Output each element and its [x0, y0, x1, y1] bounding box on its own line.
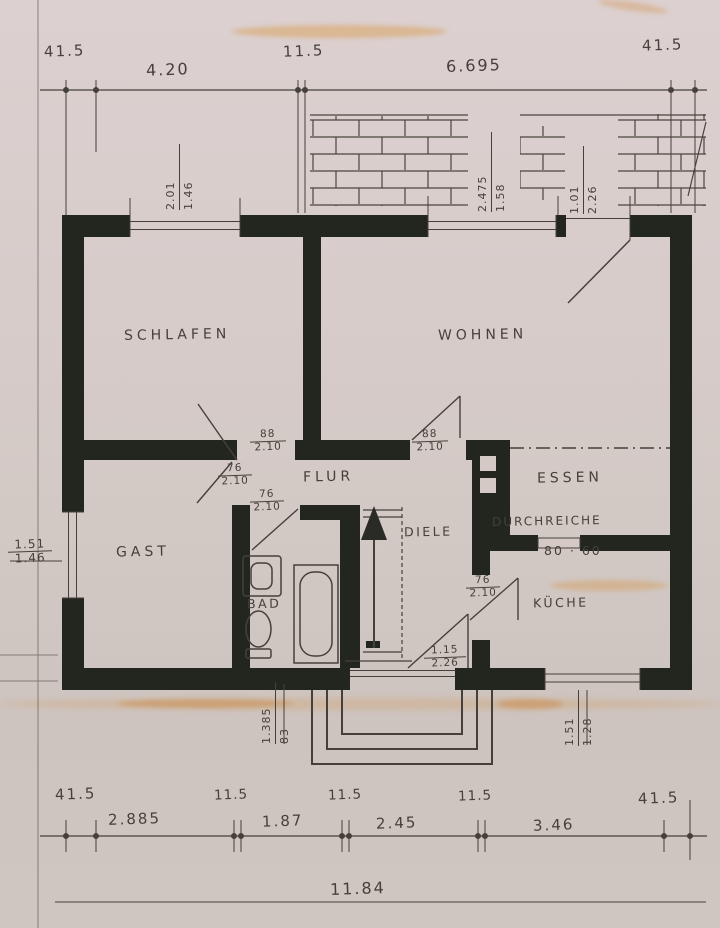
- dim-window-kueche: 1.51 1.28: [563, 690, 594, 746]
- room-label-kueche: KÜCHE: [532, 594, 589, 611]
- entrance-steps: [311, 690, 493, 765]
- room-label-gast: GAST: [115, 543, 171, 561]
- brick-hatch: [129, 114, 707, 215]
- door-size-entry: 1.15 2.26: [423, 644, 467, 670]
- dim-window-schlafen: 2.01 1.46: [164, 144, 195, 210]
- chimney: [472, 440, 510, 545]
- paper-frame-lines: [0, 0, 58, 928]
- durchreiche-label: DURCHREICHE: [491, 513, 602, 529]
- dim-window-gast: 1.51 1.46: [7, 536, 53, 566]
- door-size-gast: 76 2.10: [217, 462, 253, 488]
- dim-bottom-seg2: 1.87: [261, 811, 304, 831]
- room-label-flur: FLUR: [302, 468, 355, 486]
- washbasin-icon: [242, 555, 282, 597]
- dim-bottom-offset-left: 41.5: [54, 784, 97, 804]
- dim-bottom-offset-right: 41.5: [637, 788, 680, 808]
- dim-top-span-left: 4.20: [145, 59, 190, 80]
- dim-balcony-door: 1.01 2.26: [568, 146, 599, 214]
- door-size-kueche: 76 2.10: [465, 574, 501, 600]
- room-label-bad: BAD: [246, 595, 282, 612]
- bottom-dimension-line: [40, 800, 707, 860]
- dim-top-offset-mid: 11.5: [282, 41, 325, 61]
- dim-top-offset-right: 41.5: [641, 35, 684, 55]
- dim-bottom-t2: 11.5: [327, 786, 363, 804]
- dim-bottom-seg4: 3.46: [532, 815, 575, 835]
- stairs: [345, 506, 412, 662]
- outer-walls: [62, 215, 692, 690]
- toilet-icon: [245, 610, 272, 648]
- balcony-door-swing: [567, 239, 631, 304]
- door-size-schlafen: 88 2.10: [249, 428, 287, 454]
- window-symbols: [62, 215, 641, 690]
- door-size-wohnen: 88 2.10: [411, 428, 449, 454]
- dim-bottom-seg3: 2.45: [375, 813, 418, 833]
- dim-bottom-t1: 11.5: [213, 786, 249, 804]
- top-dimension-line: [40, 80, 707, 215]
- room-label-diele: DIELE: [403, 523, 453, 540]
- door-size-bad: 76 2.10: [249, 488, 285, 514]
- room-label-essen: ESSEN: [536, 469, 604, 487]
- door-swings: [196, 395, 519, 669]
- room-label-wohnen: WOHNEN: [437, 326, 528, 344]
- dim-bottom-t3: 11.5: [457, 787, 493, 805]
- bathtub-icon: [293, 564, 339, 664]
- dim-window-wohnen: 2.475 1.58: [476, 132, 507, 212]
- dim-top-span-right: 6.695: [445, 55, 503, 76]
- dim-top-offset-left: 41.5: [43, 41, 86, 61]
- dim-bottom-seg1: 2.885: [107, 809, 162, 829]
- room-label-schlafen: SCHLAFEN: [123, 326, 231, 344]
- bath-fixtures: [242, 555, 339, 664]
- durchreiche-size: 80 · 60: [544, 543, 602, 558]
- dimension-separators: [10, 560, 588, 745]
- pass-through-symbol: [537, 537, 581, 549]
- dim-total: 11.84: [329, 878, 387, 899]
- dim-entry-step: 1.385 83: [260, 682, 291, 744]
